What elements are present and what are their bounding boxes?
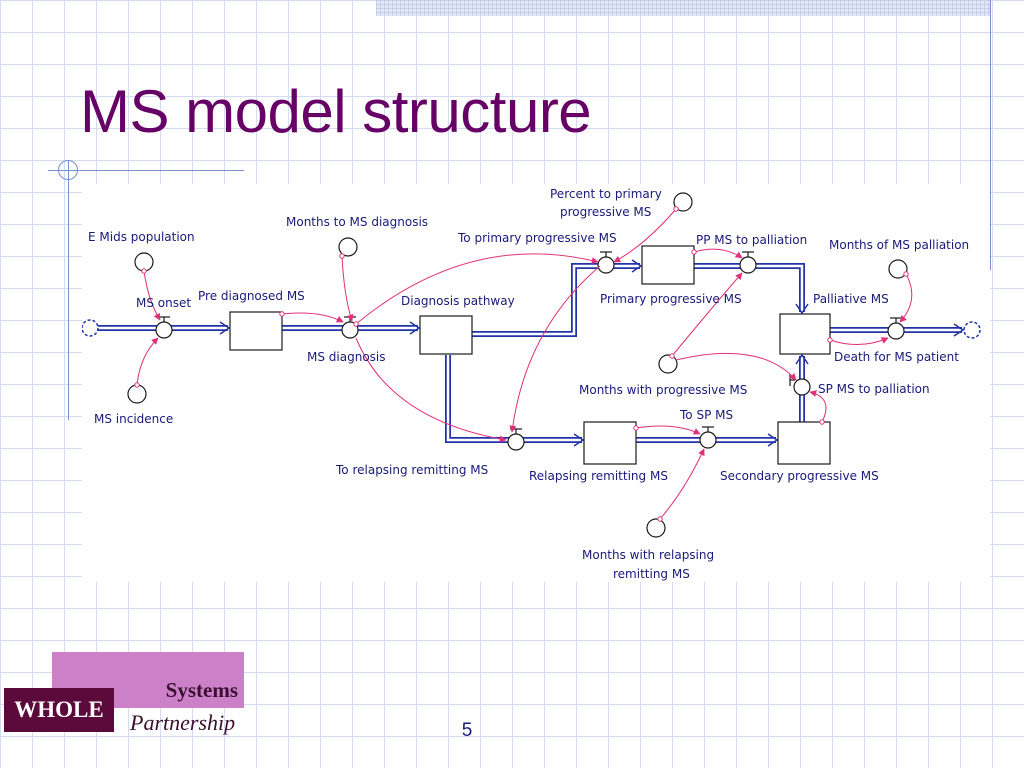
link-percent-to-primary bbox=[613, 208, 677, 263]
stock-pre-diagnosed[interactable] bbox=[229, 311, 283, 351]
label-months-to-diagnosis: Months to MS diagnosis bbox=[286, 215, 428, 229]
label-ms-onset: MS onset bbox=[136, 296, 191, 310]
label-pp-to-palliation: PP MS to palliation bbox=[696, 233, 807, 247]
source-cloud-icon bbox=[82, 319, 99, 337]
link-primary-to-pp bbox=[693, 248, 743, 259]
flow-valves bbox=[155, 251, 905, 451]
link-months-progressive-to-sp bbox=[675, 352, 797, 381]
converter-months-progressive[interactable] bbox=[658, 354, 678, 374]
label-palliative: Palliative MS bbox=[813, 292, 889, 306]
link-diagnosis-to-primary bbox=[355, 253, 599, 325]
link-incidence-to-onset bbox=[136, 337, 159, 386]
valve-to-relapsing-remitting[interactable] bbox=[507, 428, 525, 451]
link-months-relapsing-to-tosp bbox=[659, 448, 705, 520]
logo-whole-text: WHOLE bbox=[4, 688, 114, 732]
link-palliative-to-death bbox=[829, 337, 889, 345]
title-underline-rule bbox=[48, 170, 244, 171]
diagram-labels: E Mids population MS incidence Months to… bbox=[88, 187, 969, 581]
link-origin-dots bbox=[134, 206, 909, 522]
label-to-relapsing-remitting: To relapsing remitting MS bbox=[335, 463, 488, 477]
valve-to-sp[interactable] bbox=[699, 426, 717, 449]
link-population-to-onset bbox=[143, 270, 161, 321]
link-diagnosis-to-relapsing bbox=[355, 337, 507, 443]
link-months-to-diagnosis bbox=[341, 255, 354, 322]
page-number: 5 bbox=[461, 720, 473, 741]
top-decorative-band bbox=[376, 0, 990, 16]
label-sp-to-palliation: SP MS to palliation bbox=[818, 382, 930, 396]
valve-to-primary-progressive[interactable] bbox=[597, 251, 615, 274]
label-e-mids-population: E Mids population bbox=[88, 230, 195, 244]
label-months-relapsing-1: Months with relapsing bbox=[582, 548, 714, 562]
label-secondary-progressive: Secondary progressive MS bbox=[720, 469, 879, 483]
label-relapsing-remitting: Relapsing remitting MS bbox=[529, 469, 668, 483]
label-pre-diagnosed: Pre diagnosed MS bbox=[198, 289, 305, 303]
link-secondary-to-sp bbox=[809, 390, 827, 423]
converter-months-palliation[interactable] bbox=[888, 259, 908, 279]
pipe-pathway-to-relapsing bbox=[445, 355, 585, 447]
information-links bbox=[136, 208, 913, 520]
valve-pp-to-palliation[interactable] bbox=[739, 251, 757, 274]
sink-cloud-icon bbox=[963, 321, 981, 339]
logo-systems-text: Systems bbox=[165, 678, 238, 702]
converter-ms-incidence[interactable] bbox=[127, 384, 147, 404]
label-percent-primary-2: progressive MS bbox=[560, 205, 651, 219]
valve-ms-onset[interactable] bbox=[155, 316, 173, 339]
converter-percent-primary[interactable] bbox=[673, 192, 693, 212]
stock-primary-progressive[interactable] bbox=[641, 245, 695, 285]
label-months-palliation: Months of MS palliation bbox=[829, 238, 969, 252]
page-title: MS model structure bbox=[80, 78, 592, 145]
logo-partnership-text: Partnership bbox=[130, 710, 236, 735]
decorative-ring bbox=[58, 160, 78, 180]
stock-palliative[interactable] bbox=[779, 313, 831, 355]
label-to-sp: To SP MS bbox=[679, 408, 733, 422]
left-decorative-rule bbox=[68, 160, 69, 420]
label-ms-diagnosis: MS diagnosis bbox=[307, 350, 386, 364]
link-months-progressive-to-pp bbox=[671, 272, 743, 357]
link-primary-valve-to-relapsing bbox=[509, 265, 601, 433]
right-decorative-rule bbox=[990, 0, 991, 270]
stocks bbox=[229, 245, 831, 465]
valve-ms-diagnosis[interactable] bbox=[341, 316, 359, 339]
label-death: Death for MS patient bbox=[834, 350, 959, 364]
label-diagnosis-pathway: Diagnosis pathway bbox=[401, 294, 515, 308]
stock-flow-diagram: E Mids population MS incidence Months to… bbox=[82, 187, 981, 581]
pipe-primary-to-palliative bbox=[694, 263, 809, 315]
converter-e-mids-population[interactable] bbox=[134, 252, 154, 272]
label-primary-progressive: Primary progressive MS bbox=[600, 292, 742, 306]
label-months-progressive: Months with progressive MS bbox=[579, 383, 747, 397]
valve-death[interactable] bbox=[887, 317, 905, 340]
converters bbox=[127, 192, 908, 538]
label-ms-incidence: MS incidence bbox=[94, 412, 173, 426]
label-percent-primary-1: Percent to primary bbox=[550, 187, 662, 201]
stock-secondary-progressive[interactable] bbox=[777, 421, 831, 465]
label-months-relapsing-2: remitting MS bbox=[613, 567, 690, 581]
link-months-palliation-to-death bbox=[899, 273, 913, 323]
converter-months-to-diagnosis[interactable] bbox=[338, 237, 358, 257]
stock-relapsing-remitting[interactable] bbox=[583, 421, 637, 465]
converter-months-relapsing[interactable] bbox=[646, 518, 666, 538]
link-relapsing-to-tosp bbox=[635, 425, 701, 435]
stock-diagnosis-pathway[interactable] bbox=[419, 315, 473, 355]
link-pre-to-diagnosis bbox=[281, 312, 344, 323]
diagram-area: E Mids population MS incidence Months to… bbox=[82, 184, 990, 582]
label-to-primary-progressive: To primary progressive MS bbox=[457, 231, 617, 245]
